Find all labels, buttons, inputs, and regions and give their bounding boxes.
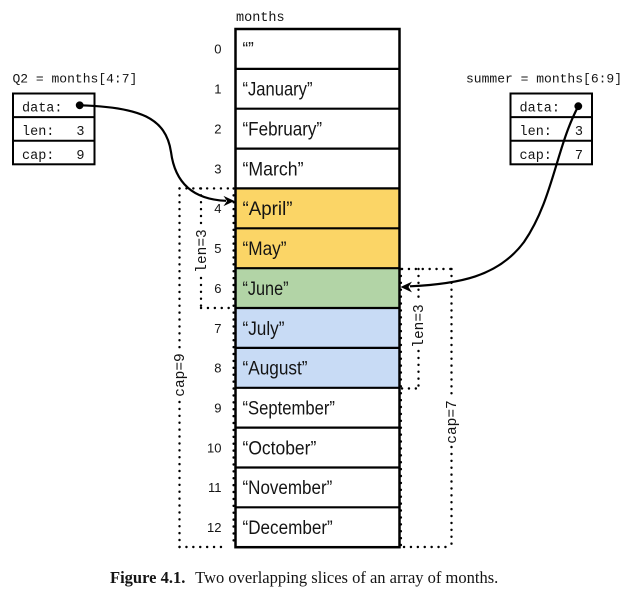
svg-text:“April”: “April” (243, 198, 293, 220)
svg-text:cap=7: cap=7 (445, 400, 461, 444)
svg-text:“September”: “September” (243, 398, 335, 420)
svg-text:Figure 4.1. Two overlapping sl: Figure 4.1. Two overlapping slices of an… (110, 568, 498, 587)
svg-text:“February”: “February” (243, 119, 323, 141)
svg-text:2: 2 (214, 122, 221, 137)
svg-text:“January”: “January” (243, 79, 313, 101)
svg-text:3: 3 (76, 125, 84, 140)
svg-text:11: 11 (208, 480, 222, 495)
svg-text:data:: data: (520, 102, 561, 117)
svg-text:len:: len: (22, 125, 54, 140)
svg-text:len=3: len=3 (412, 304, 428, 348)
svg-text:len=3: len=3 (195, 229, 211, 273)
svg-text:7: 7 (575, 149, 583, 164)
svg-text:Q2 = months[4:7]: Q2 = months[4:7] (13, 72, 138, 87)
svg-text:“December”: “December” (243, 517, 333, 539)
svg-text:0: 0 (214, 42, 221, 57)
svg-text:“June”: “June” (243, 278, 289, 300)
svg-text:“October”: “October” (243, 437, 317, 459)
svg-text:7: 7 (214, 321, 221, 336)
svg-text:months: months (236, 11, 285, 26)
svg-text:data:: data: (22, 102, 63, 117)
svg-text:9: 9 (76, 149, 84, 164)
svg-text:1: 1 (214, 82, 221, 97)
svg-text:4: 4 (214, 201, 221, 216)
svg-text:“”: “” (243, 39, 254, 61)
svg-text:10: 10 (207, 440, 221, 455)
svg-text:cap:: cap: (520, 149, 552, 164)
svg-text:“May”: “May” (243, 238, 287, 260)
svg-text:“July”: “July” (243, 318, 285, 340)
svg-text:8: 8 (214, 361, 221, 376)
svg-text:cap:: cap: (22, 149, 54, 164)
svg-text:3: 3 (214, 161, 221, 176)
svg-text:12: 12 (207, 520, 221, 535)
svg-text:summer = months[6:9]: summer = months[6:9] (466, 72, 622, 87)
svg-text:5: 5 (214, 241, 221, 256)
svg-text:“August”: “August” (243, 358, 308, 380)
svg-text:9: 9 (214, 401, 221, 416)
svg-text:“March”: “March” (243, 158, 304, 180)
svg-text:“November”: “November” (243, 477, 333, 499)
svg-text:3: 3 (575, 125, 583, 140)
svg-text:len:: len: (520, 125, 552, 140)
svg-text:cap=9: cap=9 (173, 353, 189, 397)
svg-text:6: 6 (214, 281, 221, 296)
